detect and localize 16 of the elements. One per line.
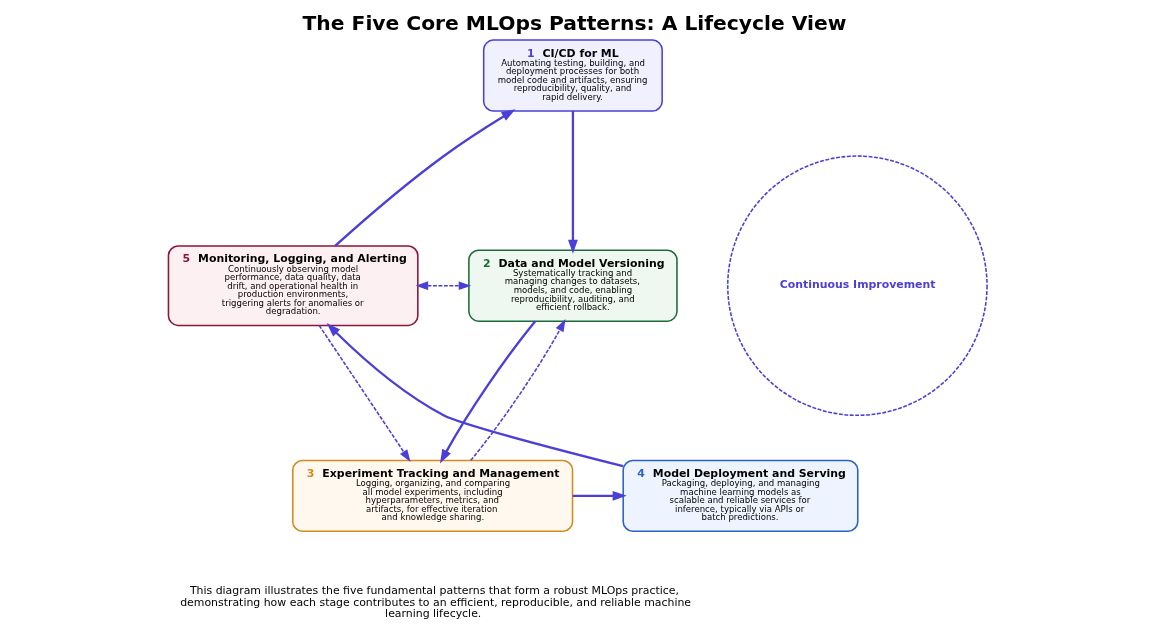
caption: This diagram illustrates the five fundamental patterns that form a robust MLOps practice, demonstrating how each stage contributes to an efficient, reproducible, and reliable machine learning lifecycle. (179, 583, 691, 621)
arrow (333, 109, 515, 247)
arrow (317, 324, 411, 463)
diagram-title: The Five Core MLOps Patterns: A Lifecycle View (302, 10, 846, 35)
node-box: 5 Monitoring, Logging, and Alerting Continuously observing model performance, data quality, data drift, and operational health in production environments, triggering alerts for anomalies or degradation. (167, 245, 419, 327)
label: Continuous Improvement (779, 277, 935, 291)
node-box: 3 Experiment Tracking and Management Logging, organizing, and comparing all model experiments, including hyperparameters, metrics, and artifacts, for effective iteration and knowledge sharing. (291, 459, 573, 533)
arrow (572, 490, 627, 501)
node-box: 2 Data and Model Versioning Systematically tracking and managing changes to datasets, models, and code, enabling reproducibility, auditing, and efficient rollback. (467, 249, 678, 322)
arrow (567, 111, 578, 254)
arrow (439, 320, 536, 464)
arrow (469, 319, 565, 462)
node-box: 4 Model Deployment and Serving Packaging, deploying, and managing machine learning models as scalable and reliable services for inference, typically via APIs or batch predictions. (621, 459, 859, 533)
node-box: 1 CI/CD for ML Automating testing, building, and deployment processes for both model code and artifacts, ensuring reproducibility, quality, and rapid delivery. (482, 39, 663, 112)
arrow (326, 323, 623, 468)
arrow (415, 281, 471, 291)
